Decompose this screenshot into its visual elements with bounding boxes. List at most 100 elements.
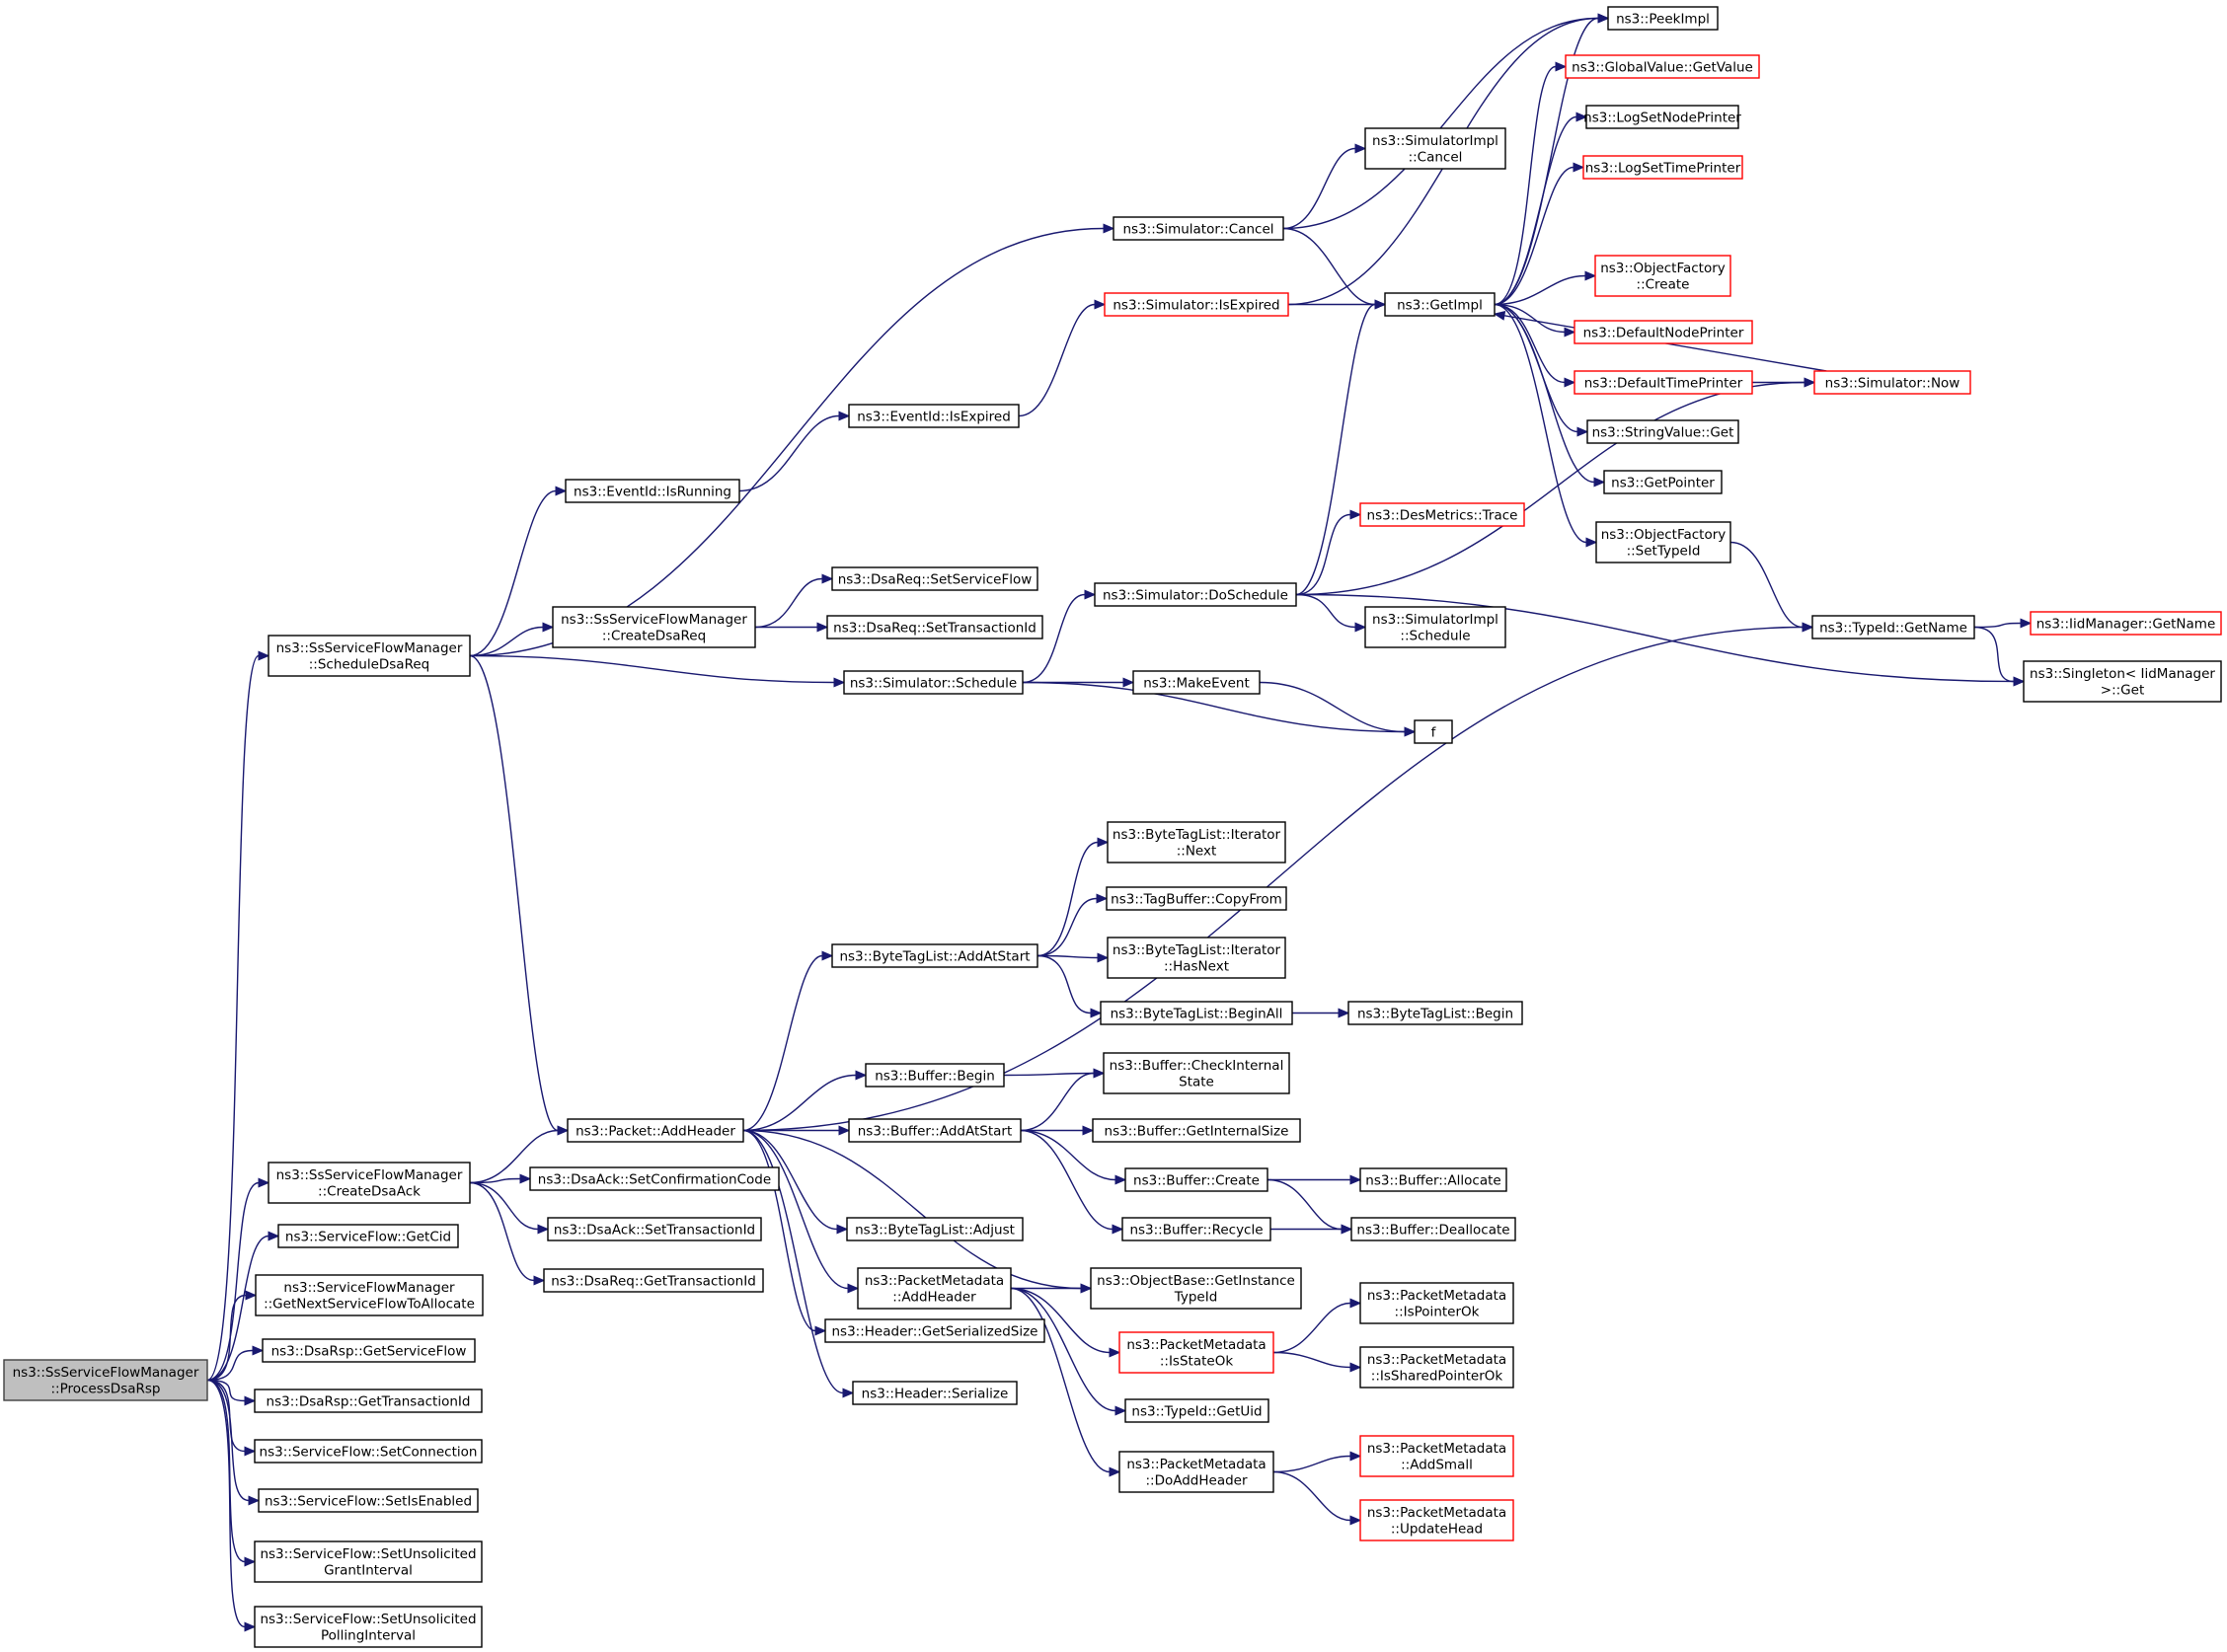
node-dsa-ack-set-conf[interactable]: ns3::DsaAck::SetConfirmationCode xyxy=(529,1166,780,1191)
node-buf-begin[interactable]: ns3::Buffer::Begin xyxy=(865,1063,1005,1088)
node-btl-add-at-start[interactable]: ns3::ByteTagList::AddAtStart xyxy=(831,943,1038,968)
node-btl-iter-next[interactable]: ns3::ByteTagList::Iterator::Next xyxy=(1107,821,1286,864)
node-peek-impl[interactable]: ns3::PeekImpl xyxy=(1607,6,1719,31)
node-label: PollingInterval xyxy=(321,1628,416,1644)
node-buf-get-internal-size[interactable]: ns3::Buffer::GetInternalSize xyxy=(1092,1118,1301,1143)
node-label: ns3::ServiceFlow::SetUnsolicited xyxy=(260,1546,476,1562)
node-sf-set-enabled[interactable]: ns3::ServiceFlow::SetIsEnabled xyxy=(258,1488,479,1513)
node-box xyxy=(831,566,1038,591)
edge-pkt-add-header-to-ob-get-inst-tid xyxy=(742,1129,1082,1290)
arrowhead xyxy=(1493,310,1506,321)
node-buf-deallocate[interactable]: ns3::Buffer::Deallocate xyxy=(1350,1217,1516,1241)
node-get-pointer[interactable]: ns3::GetPointer xyxy=(1603,470,1723,494)
node-sim-impl-schedule[interactable]: ns3::SimulatorImpl::Schedule xyxy=(1364,606,1506,648)
node-pkt-add-header[interactable]: ns3::Packet::AddHeader xyxy=(567,1118,744,1143)
edge-pkt-add-header-to-btl-adjust xyxy=(742,1129,838,1231)
node-f[interactable]: f xyxy=(1414,719,1453,744)
node-sim-is-expired[interactable]: ns3::Simulator::IsExpired xyxy=(1104,292,1289,317)
node-label: ns3::DsaAck::SetTransactionId xyxy=(554,1222,755,1238)
node-dsa-req-set-sf[interactable]: ns3::DsaReq::SetServiceFlow xyxy=(831,566,1038,591)
node-dsa-ack-set-tid[interactable]: ns3::DsaAck::SetTransactionId xyxy=(547,1217,762,1241)
node-box xyxy=(254,1540,483,1583)
arrowhead xyxy=(1338,1008,1350,1018)
node-pm-add-header[interactable]: ns3::PacketMetadata::AddHeader xyxy=(857,1267,1012,1310)
arrowhead xyxy=(855,1070,868,1081)
node-iid-get-name[interactable]: ns3::IidManager::GetName xyxy=(2030,611,2222,636)
arrowhead xyxy=(836,1224,849,1235)
node-sf-get-cid[interactable]: ns3::ServiceFlow::GetCid xyxy=(277,1224,459,1248)
node-label: ns3::Singleton< IidManager xyxy=(2030,666,2215,682)
arrowhead xyxy=(1103,223,1115,234)
node-label: ns3::ByteTagList::Begin xyxy=(1357,1006,1513,1021)
node-tid-get-uid[interactable]: ns3::TypeId::GetUid xyxy=(1124,1398,1269,1423)
node-dsa-req-set-tid[interactable]: ns3::DsaReq::SetTransactionId xyxy=(826,615,1043,639)
node-sf-set-ugi[interactable]: ns3::ServiceFlow::SetUnsolicitedGrantInt… xyxy=(254,1540,483,1583)
arrowhead xyxy=(1585,537,1598,548)
node-label: ns3::Buffer::Allocate xyxy=(1365,1172,1500,1188)
node-eid-is-running[interactable]: ns3::EventId::IsRunning xyxy=(565,479,740,503)
node-tb-copy-from[interactable]: ns3::TagBuffer::CopyFrom xyxy=(1106,886,1287,911)
node-schedule-dsa-req[interactable]: ns3::SsServiceFlowManager::ScheduleDsaRe… xyxy=(268,635,471,677)
node-label: ns3::IidManager::GetName xyxy=(2036,616,2216,632)
node-btl-begin-all[interactable]: ns3::ByteTagList::BeginAll xyxy=(1100,1001,1293,1025)
node-buf-add-at-start[interactable]: ns3::Buffer::AddAtStart xyxy=(848,1118,1022,1143)
arrowhead xyxy=(533,1275,546,1286)
node-singleton-get[interactable]: ns3::Singleton< IidManager>::Get xyxy=(2023,660,2222,703)
node-sim-schedule[interactable]: ns3::Simulator::Schedule xyxy=(843,670,1024,695)
node-create-dsa-ack[interactable]: ns3::SsServiceFlowManager::CreateDsaAck xyxy=(268,1162,471,1204)
node-create-dsa-req[interactable]: ns3::SsServiceFlowManager::CreateDsaReq xyxy=(552,606,756,648)
node-buf-recycle[interactable]: ns3::Buffer::Recycle xyxy=(1121,1217,1271,1241)
node-sf-set-upi[interactable]: ns3::ServiceFlow::SetUnsolicitedPollingI… xyxy=(254,1606,483,1648)
node-of-set-type-id[interactable]: ns3::ObjectFactory::SetTypeId xyxy=(1595,521,1731,563)
node-box xyxy=(1104,292,1289,317)
node-pm-is-state-ok[interactable]: ns3::PacketMetadata::IsStateOk xyxy=(1118,1331,1274,1374)
node-eid-is-expired[interactable]: ns3::EventId::IsExpired xyxy=(848,404,1020,428)
node-log-set-node[interactable]: ns3::LogSetNodePrinter xyxy=(1583,105,1741,129)
node-sim-now[interactable]: ns3::Simulator::Now xyxy=(1813,370,1971,395)
node-label: ns3::ObjectBase::GetInstance xyxy=(1097,1273,1295,1289)
call-graph-nodes: ns3::SsServiceFlowManager::ProcessDsaRsp… xyxy=(3,6,2222,1648)
node-box xyxy=(846,1217,1024,1241)
edge-btl-add-at-start-to-btl-begin-all xyxy=(1037,954,1092,1014)
node-log-set-time[interactable]: ns3::LogSetTimePrinter xyxy=(1582,155,1743,180)
node-get-impl[interactable]: ns3::GetImpl xyxy=(1384,292,1496,317)
node-box xyxy=(1585,105,1739,129)
node-str-get[interactable]: ns3::StringValue::Get xyxy=(1586,419,1739,444)
node-btl-begin[interactable]: ns3::ByteTagList::Begin xyxy=(1347,1001,1523,1025)
node-root[interactable]: ns3::SsServiceFlowManager::ProcessDsaRsp xyxy=(3,1359,208,1401)
node-des-trace[interactable]: ns3::DesMetrics::Trace xyxy=(1359,502,1525,527)
node-btl-iter-has-next[interactable]: ns3::ByteTagList::Iterator::HasNext xyxy=(1107,937,1286,979)
node-buf-create[interactable]: ns3::Buffer::Create xyxy=(1124,1167,1268,1192)
node-of-create[interactable]: ns3::ObjectFactory::Create xyxy=(1594,255,1731,297)
node-pm-do-add-header[interactable]: ns3::PacketMetadata::DoAddHeader xyxy=(1118,1451,1274,1493)
node-sim-impl-cancel[interactable]: ns3::SimulatorImpl::Cancel xyxy=(1364,127,1506,170)
node-dsa-rsp-get-sf[interactable]: ns3::DsaRsp::GetServiceFlow xyxy=(262,1338,476,1363)
node-gv-get-value[interactable]: ns3::GlobalValue::GetValue xyxy=(1565,54,1760,79)
node-box xyxy=(277,1224,459,1248)
node-def-node[interactable]: ns3::DefaultNodePrinter xyxy=(1574,320,1753,344)
node-sfm-get-next[interactable]: ns3::ServiceFlowManager::GetNextServiceF… xyxy=(255,1274,484,1316)
node-btl-adjust[interactable]: ns3::ByteTagList::Adjust xyxy=(846,1217,1024,1241)
node-pm-update-head[interactable]: ns3::PacketMetadata::UpdateHead xyxy=(1359,1499,1514,1541)
node-hdr-serialize[interactable]: ns3::Header::Serialize xyxy=(852,1381,1018,1405)
node-pm-is-shared-ptr-ok[interactable]: ns3::PacketMetadata::IsSharedPointerOk xyxy=(1359,1346,1514,1389)
node-tid-get-name[interactable]: ns3::TypeId::GetName xyxy=(1811,615,1975,639)
node-pm-is-pointer-ok[interactable]: ns3::PacketMetadata::IsPointerOk xyxy=(1359,1282,1514,1324)
node-label: GrantInterval xyxy=(324,1563,413,1579)
node-dsa-req-get-tid[interactable]: ns3::DsaReq::GetTransactionId xyxy=(543,1268,764,1293)
edge-schedule-dsa-req-to-create-dsa-req xyxy=(469,626,544,657)
node-label: ::IsStateOk xyxy=(1160,1354,1233,1370)
node-make-event[interactable]: ns3::MakeEvent xyxy=(1132,670,1261,695)
node-sim-do-schedule[interactable]: ns3::Simulator::DoSchedule xyxy=(1094,582,1297,607)
node-buf-allocate[interactable]: ns3::Buffer::Allocate xyxy=(1359,1167,1507,1192)
node-hdr-get-ser-size[interactable]: ns3::Header::GetSerializedSize xyxy=(824,1318,1045,1343)
node-def-time[interactable]: ns3::DefaultTimePrinter xyxy=(1574,370,1753,395)
node-dsa-rsp-get-tid[interactable]: ns3::DsaRsp::GetTransactionId xyxy=(254,1389,483,1413)
node-box xyxy=(1094,582,1297,607)
node-pm-add-small[interactable]: ns3::PacketMetadata::AddSmall xyxy=(1359,1435,1514,1477)
node-sf-set-conn[interactable]: ns3::ServiceFlow::SetConnection xyxy=(254,1439,483,1464)
node-sim-cancel[interactable]: ns3::Simulator::Cancel xyxy=(1113,216,1284,241)
node-label: ::ProcessDsaRsp xyxy=(51,1382,161,1397)
